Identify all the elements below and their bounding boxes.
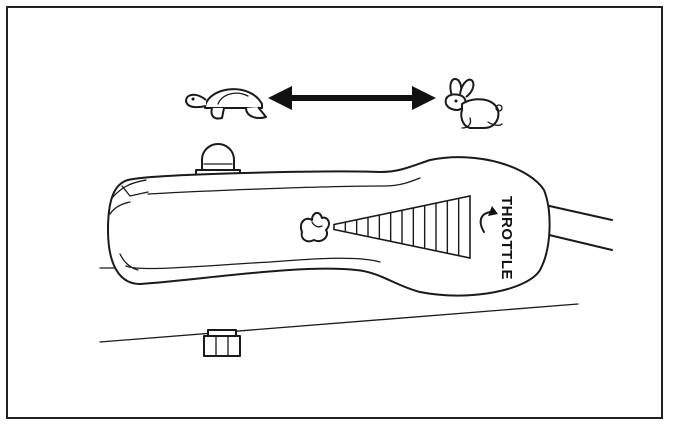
double-arrow-icon — [268, 86, 436, 110]
throttle-label: THROTTLE — [498, 196, 515, 280]
direction-arrow-icon — [479, 206, 498, 233]
rabbit-icon — [444, 78, 503, 129]
turtle-icon — [185, 88, 267, 120]
flame-icon — [300, 212, 330, 243]
mounting-bolt — [203, 329, 241, 357]
throttle-scale-icon — [333, 195, 471, 259]
